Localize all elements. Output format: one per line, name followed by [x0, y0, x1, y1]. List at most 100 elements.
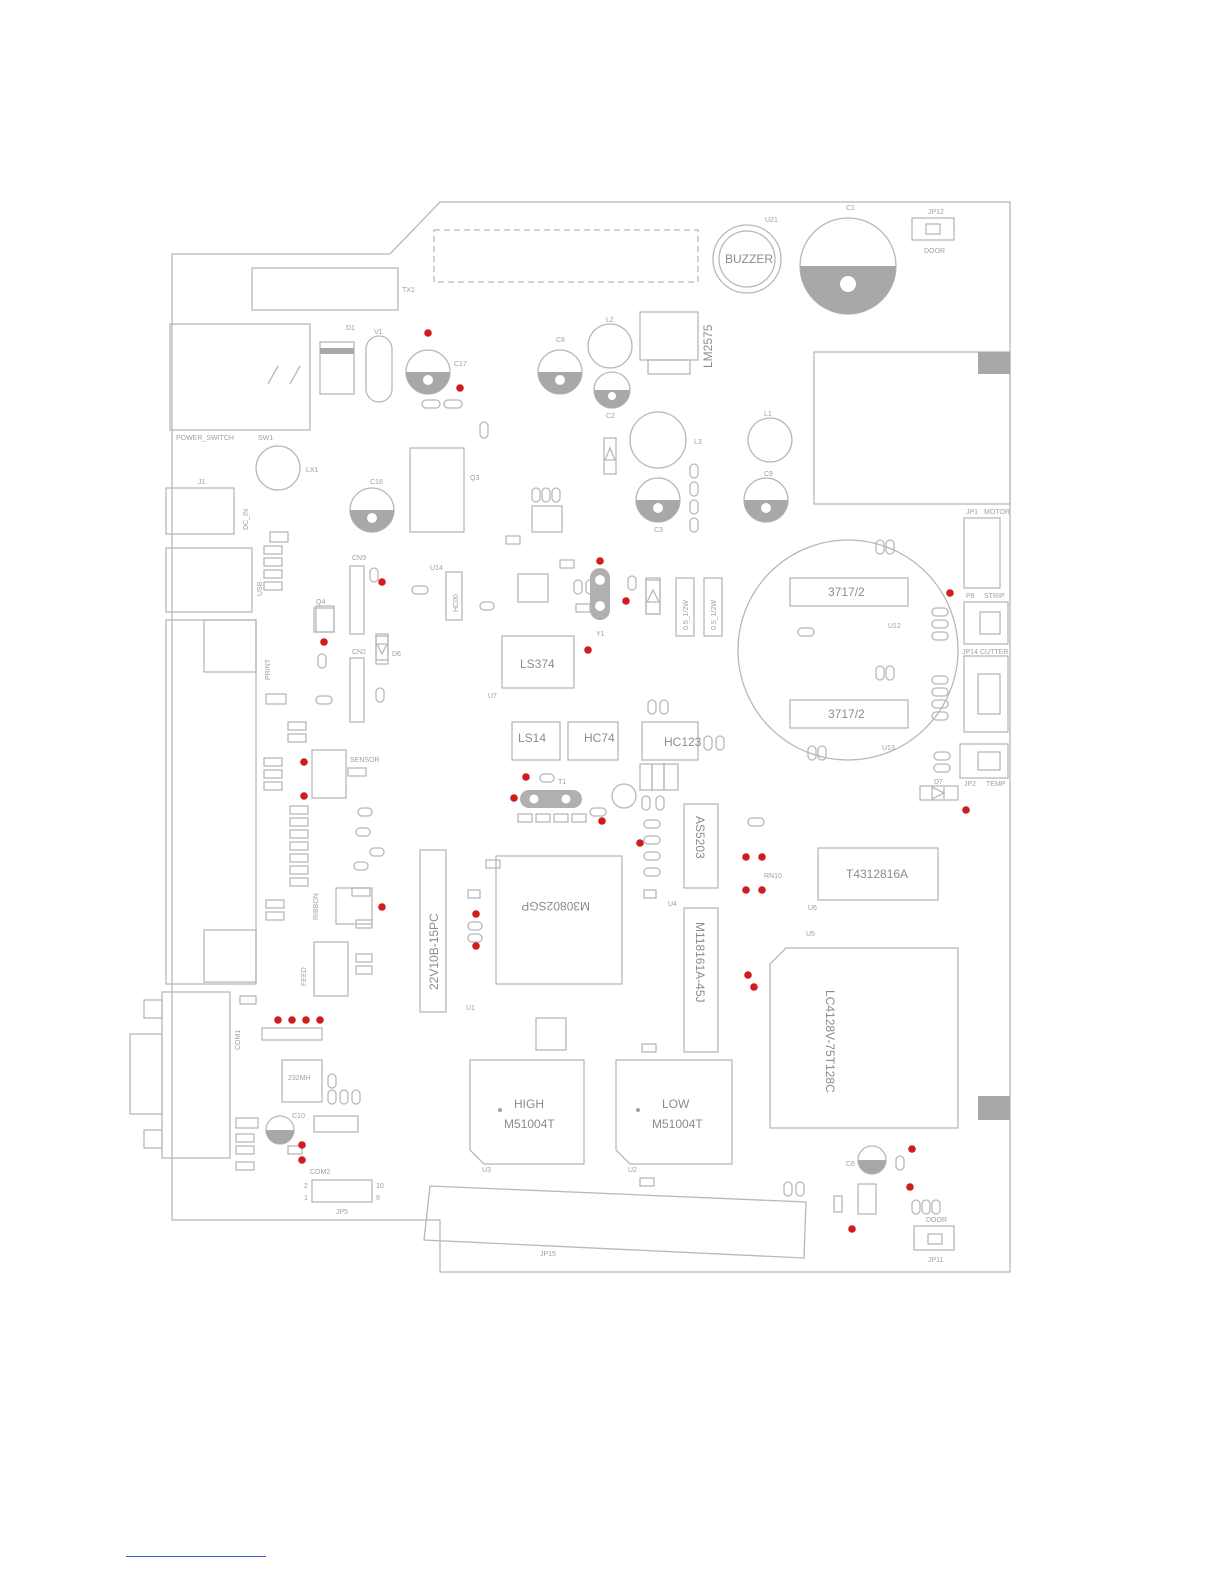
connector-jp13-sensor: SENSOR: [311, 749, 380, 799]
svg-text:SW1: SW1: [258, 435, 273, 442]
svg-text:C3: C3: [654, 527, 663, 534]
svg-text:USB: USB: [257, 581, 264, 596]
connector-jp14-cutter: JP14 CUTTER: [962, 649, 1009, 733]
svg-text:T1: T1: [558, 779, 566, 786]
test-point-marker: [378, 903, 386, 911]
svg-text:LC4128V-75T128C: LC4128V-75T128C: [823, 990, 837, 1093]
capacitor-c6: C6: [846, 1145, 887, 1175]
svg-text:CN2: CN2: [352, 649, 366, 656]
chip-gal: 22V10B-15PC U1: [419, 849, 475, 1013]
label-tx1: TX1: [402, 287, 415, 294]
svg-text:JP11: JP11: [928, 1257, 944, 1264]
test-point-marker: [522, 773, 530, 781]
svg-text:L3: L3: [694, 439, 702, 446]
motor-area: [737, 539, 959, 761]
connector-com2: COM2 2 1 10 9 JP5: [304, 1169, 384, 1216]
connector-jp15: JP15: [423, 1185, 807, 1259]
capacitor-c17: C17: [405, 349, 467, 395]
svg-text:DOOR: DOOR: [926, 1217, 947, 1224]
svg-text:M118161A-45J: M118161A-45J: [693, 922, 707, 1003]
test-point-marker: [636, 839, 644, 847]
svg-text:JP1: JP1: [966, 509, 978, 516]
svg-text:LOW: LOW: [662, 1097, 690, 1111]
connector-p8-strip: P8 STRIP: [963, 593, 1009, 645]
svg-text:L2: L2: [606, 317, 614, 324]
connector-com1: COM1: [129, 991, 242, 1159]
chip-u18: 232MH: [281, 1059, 323, 1103]
svg-text:9: 9: [376, 1195, 380, 1202]
chip-m118: M118161A-45J U4: [668, 901, 719, 1053]
svg-text:232MH: 232MH: [288, 1075, 311, 1082]
svg-text:HIGH: HIGH: [514, 1097, 544, 1111]
svg-text:POWER_SWITCH: POWER_SWITCH: [176, 435, 234, 442]
svg-text:LS14: LS14: [518, 731, 546, 745]
connector-jp2-temp: JP2 TEMP: [959, 743, 1009, 788]
regulator-u9: LM2575: [639, 311, 715, 375]
svg-text:10: 10: [376, 1183, 384, 1190]
svg-text:0.5_1/2W: 0.5_1/2W: [711, 600, 718, 630]
test-point-marker: [744, 971, 752, 979]
chip-u14: [445, 571, 463, 621]
chip-hc74: HC74: [567, 721, 619, 761]
module-right: [813, 351, 1011, 505]
test-point-marker: [302, 1016, 310, 1024]
svg-text:DOOR: DOOR: [924, 248, 945, 255]
crystal-y1: Y1: [590, 568, 610, 638]
test-point-marker: [906, 1183, 914, 1191]
connector-jp9-feed: FEED: [301, 941, 349, 997]
test-point-marker: [378, 578, 386, 586]
svg-text:U3: U3: [482, 1167, 491, 1174]
svg-text:U7: U7: [488, 693, 497, 700]
test-point-marker: [300, 758, 308, 766]
svg-text:HC00: HC00: [453, 594, 460, 612]
battery-u11: [611, 783, 637, 809]
transformer-tx1: [251, 267, 399, 311]
capacitor-c1: C1: [799, 205, 897, 315]
svg-text:LM2575: LM2575: [701, 324, 715, 368]
test-point-marker: [596, 557, 604, 565]
test-point-marker: [962, 806, 970, 814]
svg-text:P8: P8: [966, 593, 975, 600]
svg-text:C17: C17: [454, 361, 467, 368]
svg-text:Q3: Q3: [470, 475, 479, 482]
test-point-marker: [320, 638, 328, 646]
chip-lc4128: LC4128V-75T128C U5: [769, 931, 959, 1129]
test-point-marker: [750, 983, 758, 991]
chip-high: HIGH M51004T U3: [469, 1059, 585, 1174]
connector-jp1-motor: JP1 MOTOR: [963, 509, 1010, 589]
svg-text:D6: D6: [392, 651, 401, 658]
dashed-zone: [433, 229, 699, 283]
chip-ls14: LS14: [511, 721, 561, 761]
transistor-q3: [409, 447, 465, 533]
connector-jp11: DOOR JP11: [913, 1217, 955, 1264]
svg-text:TEMP: TEMP: [986, 781, 1006, 788]
svg-text:U2: U2: [628, 1167, 637, 1174]
capacitor-c8: C8: [537, 337, 583, 395]
svg-text:22V10B-15PC: 22V10B-15PC: [427, 913, 441, 990]
label-u21: U21: [765, 217, 778, 224]
svg-text:C9: C9: [764, 471, 773, 478]
diode-d3: [604, 446, 616, 461]
board-outline: [171, 201, 1011, 1273]
chip-u12: 3717/2: [789, 577, 909, 607]
svg-text:CUTTER: CUTTER: [980, 649, 1008, 656]
svg-text:JP5: JP5: [336, 1209, 348, 1216]
test-point-marker: [424, 329, 432, 337]
svg-text:M51004T: M51004T: [504, 1117, 555, 1131]
svg-text:Y1: Y1: [596, 631, 605, 638]
svg-text:SENSOR: SENSOR: [350, 757, 380, 764]
chip-u17-ls374: LS374 U7: [488, 635, 575, 700]
svg-text:M30802SGP: M30802SGP: [521, 899, 590, 913]
svg-text:0.5_1/2W: 0.5_1/2W: [683, 600, 690, 630]
test-point-marker: [298, 1141, 306, 1149]
inductor-l1: [747, 417, 793, 463]
svg-text:MOTOR: MOTOR: [984, 509, 1010, 516]
svg-text:U5: U5: [806, 931, 815, 938]
capacitor-c10: C10: [265, 1113, 305, 1145]
svg-text:Q4: Q4: [316, 599, 325, 606]
chip-mcu: M30802SGP: [495, 855, 623, 985]
connector-cn9: [349, 565, 365, 635]
svg-text:3717/2: 3717/2: [828, 585, 865, 599]
svg-text:FEED: FEED: [301, 967, 308, 986]
connector-cn2: [349, 657, 365, 723]
